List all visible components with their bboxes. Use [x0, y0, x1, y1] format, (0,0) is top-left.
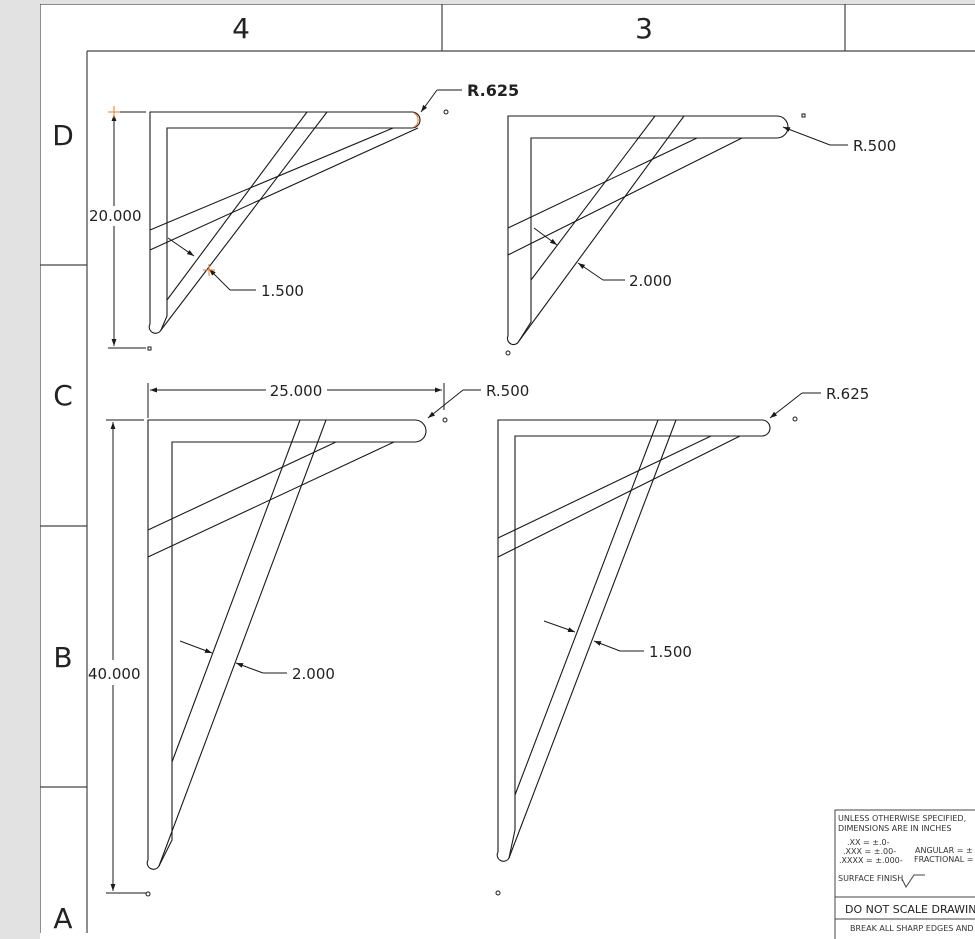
title-block-note-2: DIMENSIONS ARE IN INCHES — [838, 824, 951, 833]
view-1-width-dimension: 1.500 — [261, 282, 304, 300]
bracket-view-1[interactable] — [148, 111, 421, 334]
view-2-dimensions — [505, 113, 848, 356]
title-block — [834, 809, 975, 939]
bracket-view-2[interactable] — [506, 115, 789, 346]
zone-row-a: A — [53, 902, 72, 935]
title-block-fractional: FRACTIONAL = ± — [914, 855, 975, 864]
zone-column-3: 3 — [635, 12, 653, 45]
view-4-dimensions — [495, 392, 821, 896]
view-1-highlight-marks — [108, 106, 419, 276]
zone-row-c: C — [53, 379, 73, 412]
view-3-length-dimension: 25.000 — [270, 382, 323, 400]
title-block-angular: ANGULAR = ± ° — [915, 846, 975, 855]
title-block-tolerance-xx: .XX = ±.0- — [847, 838, 890, 847]
view-1-center-point — [443, 109, 449, 115]
title-block-break-edges: BREAK ALL SHARP EDGES AND — [850, 924, 974, 933]
bracket-view-3[interactable] — [146, 419, 427, 870]
view-4-radius-dimension: R.625 — [826, 385, 869, 403]
bracket-view-4[interactable] — [496, 419, 771, 862]
view-1-radius-dimension: R.625 — [467, 81, 519, 100]
title-block-tolerance-xxxx: .XXXX = ±.000- — [839, 856, 903, 865]
view-3-radius-dimension: R.500 — [486, 382, 529, 400]
view-2-radius-dimension: R.500 — [853, 137, 896, 155]
title-block-tolerance-xxx: .XXX = ±.00- — [843, 847, 896, 856]
view-1-dimensions — [108, 89, 462, 351]
drawing-sheet: 4 3 D C B A 20.000 1.500 R.625 — [40, 4, 975, 939]
title-block-do-not-scale: DO NOT SCALE DRAWING — [845, 903, 975, 916]
title-block-surface-finish: SURFACE FINISH — [838, 874, 903, 883]
view-3-width-dimension: 2.000 — [292, 665, 335, 683]
zone-column-4: 4 — [232, 12, 250, 45]
zone-row-d: D — [52, 119, 74, 152]
view-2-width-dimension: 2.000 — [629, 272, 672, 290]
zone-row-b: B — [53, 641, 72, 674]
title-block-note-1: UNLESS OTHERWISE SPECIFIED, — [838, 814, 966, 823]
view-4-width-dimension: 1.500 — [649, 643, 692, 661]
engineering-drawing: 4 3 D C B A 20.000 1.500 R.625 — [40, 4, 975, 939]
sheet-border — [40, 4, 975, 933]
view-3-dimensions — [106, 383, 481, 897]
view-1-height-dimension: 20.000 — [89, 207, 142, 225]
view-3-height-dimension: 40.000 — [88, 665, 141, 683]
